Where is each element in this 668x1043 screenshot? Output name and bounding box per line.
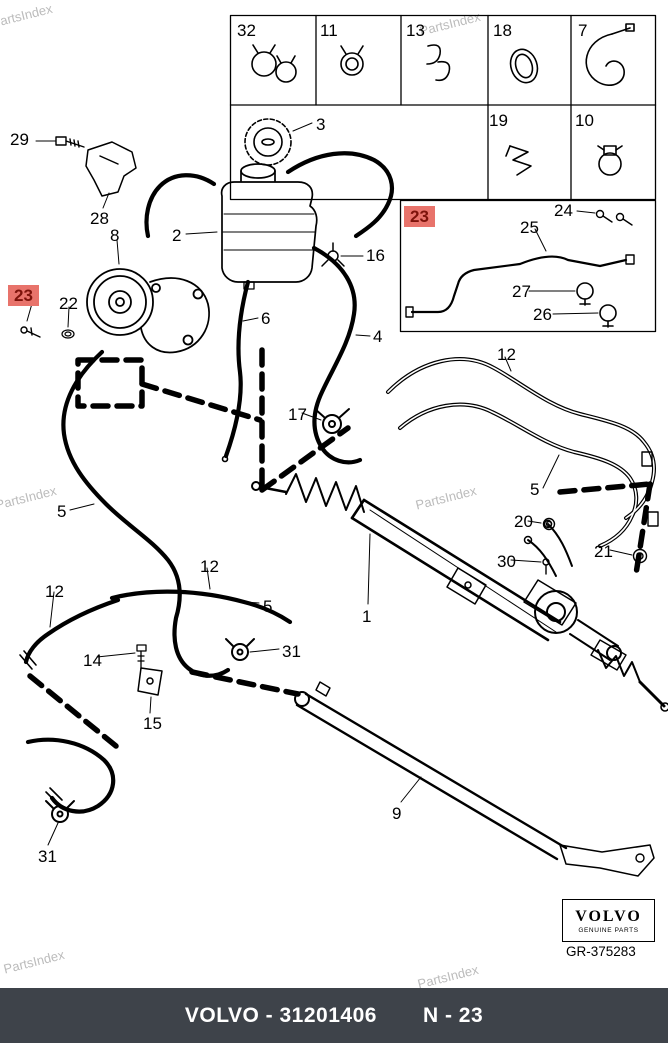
screws-icon: [595, 209, 633, 226]
part-callout-2[interactable]: 2: [172, 226, 182, 245]
part-callout-9[interactable]: 9: [392, 804, 402, 823]
bolt-30: [542, 558, 550, 575]
part-callout-20[interactable]: 20: [514, 512, 533, 531]
hose-top-right: [285, 151, 394, 239]
drawing-reference: GR-375283: [566, 944, 636, 959]
cooler-pipe: [294, 681, 655, 877]
dashed-routes: [27, 347, 653, 749]
part-callout-31[interactable]: 31: [282, 642, 301, 661]
part-callout-15[interactable]: 15: [143, 714, 162, 733]
footer-bar: VOLVO - 31201406 N - 23: [0, 988, 668, 1043]
part-callout-23-highlighted[interactable]: 23: [404, 206, 435, 227]
rack-bracket: [446, 567, 487, 605]
top-parts-grid: [229, 14, 657, 201]
spring-clamp-icon: [340, 45, 364, 76]
part-callout-5[interactable]: 5: [263, 597, 273, 616]
part-callout-5[interactable]: 5: [530, 480, 540, 499]
part-callout-27[interactable]: 27: [512, 282, 531, 301]
hoses: [23, 151, 394, 814]
part-callout-22[interactable]: 22: [59, 294, 78, 313]
volvo-logo-text: VOLVO: [575, 907, 642, 925]
inset-parts: [405, 209, 635, 328]
cable-tie-icon: [585, 23, 635, 86]
volvo-logo-box: VOLVO GENUINE PARTS: [562, 899, 655, 942]
part-callout-24[interactable]: 24: [554, 201, 573, 220]
return-pipe: [410, 255, 628, 314]
pipe-clamp-icon: [576, 282, 617, 328]
part-callout-26[interactable]: 26: [533, 305, 552, 324]
clamp-31-bottom: [45, 800, 75, 823]
clip2-icon: [505, 145, 532, 176]
part-callout-25[interactable]: 25: [520, 218, 539, 237]
part-callout-23-highlighted[interactable]: 23: [8, 285, 39, 306]
hose-end-fittings: [19, 451, 659, 805]
part-callout-28[interactable]: 28: [90, 209, 109, 228]
part-callout-1[interactable]: 1: [362, 607, 372, 626]
washer-22: [61, 329, 75, 339]
screw-14: [136, 644, 147, 670]
part-callout-16[interactable]: 16: [366, 246, 385, 265]
steering-rack: [251, 473, 668, 712]
part-callout-29[interactable]: 29: [10, 130, 29, 149]
hose-4: [311, 245, 363, 465]
part-callout-31[interactable]: 31: [38, 847, 57, 866]
grid-part-icons: [244, 23, 635, 176]
part-callout-7[interactable]: 7: [578, 21, 588, 40]
footer-page-number: N - 23: [422, 1003, 484, 1027]
hose-top-left: [144, 173, 217, 239]
part-callout-12[interactable]: 12: [45, 582, 64, 601]
clamp-pair-icon: [251, 44, 297, 83]
part-callout-32[interactable]: 32: [237, 21, 256, 40]
pressure-pipes: [386, 357, 656, 548]
hose-clamp-icon: [597, 145, 623, 176]
hose-5-left: [61, 349, 231, 678]
clip-icon: [426, 44, 451, 82]
bolt-29: [55, 136, 85, 148]
bracket-28: [85, 141, 137, 197]
hose-12-left: [23, 597, 121, 665]
part-callout-10[interactable]: 10: [575, 111, 594, 130]
part-callout-18[interactable]: 18: [493, 21, 512, 40]
genuine-parts-text: GENUINE PARTS: [578, 926, 639, 934]
bracket-15: [137, 667, 163, 696]
oring-20: [542, 517, 556, 531]
part-callout-19[interactable]: 19: [489, 111, 508, 130]
part-callout-12[interactable]: 12: [497, 345, 516, 364]
part-callout-4[interactable]: 4: [373, 327, 383, 346]
leader-lines: [26, 122, 633, 846]
o-ring-icon: [509, 48, 539, 84]
hose-6: [223, 279, 251, 459]
footer-part-number: VOLVO - 31201406: [184, 1003, 377, 1027]
part-callout-8[interactable]: 8: [110, 226, 120, 245]
part-callout-6[interactable]: 6: [261, 309, 271, 328]
inset-box: [399, 199, 657, 333]
part-callout-5[interactable]: 5: [57, 502, 67, 521]
part-callout-14[interactable]: 14: [83, 651, 102, 670]
part-callout-30[interactable]: 30: [497, 552, 516, 571]
part-callout-11[interactable]: 11: [320, 21, 338, 40]
oring-21: [632, 548, 648, 564]
part-callout-17[interactable]: 17: [288, 405, 307, 424]
cooler-bracket: [559, 844, 655, 877]
power-steering-pump: [86, 268, 210, 354]
part-callout-13[interactable]: 13: [406, 21, 425, 40]
clamp-31-mid: [225, 638, 255, 661]
part-callout-12[interactable]: 12: [200, 557, 219, 576]
hose-mid: [109, 589, 293, 625]
hose-bottom-left: [25, 737, 116, 814]
part-callout-3[interactable]: 3: [316, 115, 326, 134]
bellows-left: [285, 473, 365, 513]
clamp-17: [314, 408, 350, 434]
fitting-23: [20, 326, 41, 338]
part-callout-21[interactable]: 21: [594, 542, 613, 561]
